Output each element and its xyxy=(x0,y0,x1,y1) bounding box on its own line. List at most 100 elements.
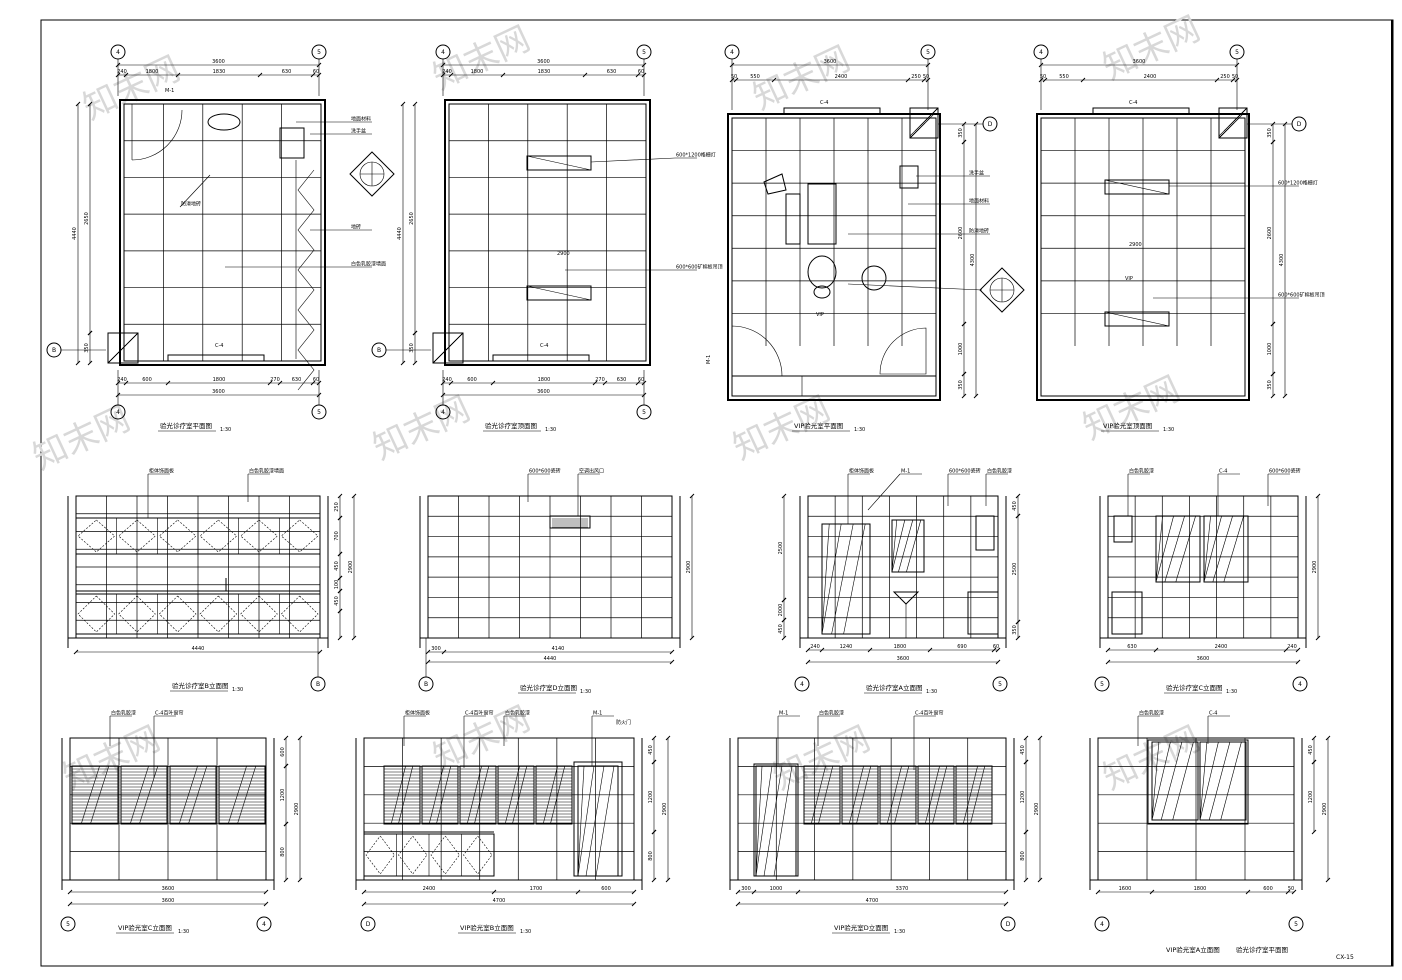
louver-blind xyxy=(535,765,573,825)
dimension-text: 350 xyxy=(958,380,964,390)
dimension-text: 630 xyxy=(292,377,302,383)
leader-tag: C-4百叶窗帘 xyxy=(463,710,493,768)
dimension-text: 250 xyxy=(334,502,340,512)
leader-tag: 白色乳胶漆 xyxy=(503,710,530,746)
dimension-vertical: 1200 xyxy=(1308,759,1317,835)
leader-tag: C-4 xyxy=(1207,711,1230,744)
dimension-vertical: 350 xyxy=(409,330,418,366)
dimension-text: 3370 xyxy=(896,886,909,892)
dimension-vertical: 4300 xyxy=(970,121,979,399)
drawing-title-text: VIP验光室顶面图 xyxy=(1103,421,1152,430)
dimension-text: 100 xyxy=(334,580,340,590)
louver-blind xyxy=(459,765,497,825)
dimension-text: 2650 xyxy=(84,212,90,225)
dimension-text: 2000 xyxy=(778,604,784,617)
tile-grid xyxy=(1098,738,1294,880)
dimension-vertical: 350 xyxy=(1267,371,1276,399)
dimension-text: 3600 xyxy=(1197,656,1210,662)
axis-label: B xyxy=(377,347,381,354)
leader-text: 洗手盆 xyxy=(351,128,366,135)
dimension-text: 3600 xyxy=(537,389,550,395)
dimension-text: 240 xyxy=(117,69,127,75)
leader-text: C-4百叶窗帘 xyxy=(915,710,943,717)
dimension-vertical: 800 xyxy=(1020,829,1029,883)
dimension-text: 1700 xyxy=(530,886,543,892)
leader-text: C-4百叶窗帘 xyxy=(465,710,493,717)
axis-bubble: 4 xyxy=(1094,916,1110,932)
dimension-text: 60 xyxy=(313,377,319,383)
leader-tag: 地面材料 xyxy=(908,198,990,205)
ac-vent xyxy=(549,515,591,529)
washbasin-unit xyxy=(899,165,919,189)
dimension-text: 4440 xyxy=(397,227,403,240)
leader-tag: 白色乳胶漆 xyxy=(1127,468,1154,516)
glass-window xyxy=(821,523,871,635)
leader-text: 600*600瓷砖 xyxy=(949,468,981,475)
louver-blind xyxy=(841,765,879,825)
drawing-scale: 1:30 xyxy=(220,427,231,433)
leader-tag: 地面材料 xyxy=(296,116,372,123)
window-tag: C-4 xyxy=(215,343,223,349)
axis-label: 5 xyxy=(66,921,70,928)
dimension-text: 600 xyxy=(280,747,286,757)
drawing-scale: 1:30 xyxy=(854,427,865,433)
dimension-total: 3600 xyxy=(67,886,269,895)
shelf-zigzag xyxy=(297,169,315,391)
window-tag: C-4 xyxy=(540,343,548,349)
axis-label: D xyxy=(366,921,371,928)
axis-bubble: 4 xyxy=(794,676,810,692)
dimension-text: 4140 xyxy=(552,646,565,652)
window-tag: C-4 xyxy=(820,100,828,106)
glass-window xyxy=(891,519,925,573)
leader-tag: 白色乳胶漆 xyxy=(985,468,1012,506)
elevation-B: 柜体饰面板白色乳胶漆墙面25070045010045029004440B验光诊疗… xyxy=(67,468,357,693)
drawing-title-text: VIP验光室平面图 xyxy=(794,421,843,430)
pedestal-basin xyxy=(892,591,920,605)
dimension-text: 240 xyxy=(442,377,452,383)
drawing-scale: 1:30 xyxy=(545,427,556,433)
tile-grid xyxy=(808,496,998,638)
dimension-text: 2500 xyxy=(1012,563,1018,576)
dimension-vertical: 2900 xyxy=(1322,735,1331,883)
axis-label: 5 xyxy=(642,49,646,56)
dimension-text: 1800 xyxy=(213,377,226,383)
louver-blind xyxy=(955,765,993,825)
leader-tag: 600*600矿棉板吊顶 xyxy=(565,264,723,271)
dimension-text: 600 xyxy=(601,886,611,892)
dimension-text: 600 xyxy=(142,377,152,383)
leader-tag: C-4 xyxy=(1217,469,1240,516)
dimension-text: 1830 xyxy=(213,69,226,75)
dimension-text: 2400 xyxy=(1215,644,1228,650)
dimension-vertical: 800 xyxy=(280,821,289,883)
dimension-text: 550 xyxy=(1059,74,1069,80)
stool xyxy=(861,265,887,291)
dimension-text: 630 xyxy=(1127,644,1137,650)
axis-label: 4 xyxy=(116,49,120,56)
dimension-total: 3600 xyxy=(1038,59,1240,68)
dimension-text: 270 xyxy=(270,377,280,383)
leader-tag: 600*1200格栅灯 xyxy=(1169,180,1318,187)
dimension-text: 270 xyxy=(595,377,605,383)
dimension-vertical: 350 xyxy=(84,330,93,366)
glass-window xyxy=(1199,741,1247,821)
dimension-text: 1800 xyxy=(538,377,551,383)
dimension-total: 3600 xyxy=(729,59,931,68)
drawing-title-text: 验光诊疗室D立面图 xyxy=(520,683,577,692)
leader-text: 空调出风口 xyxy=(579,468,604,475)
dimension-text: 250 xyxy=(1220,74,1230,80)
room-tag: VIP xyxy=(816,312,824,318)
dimension-total: 3600 xyxy=(440,59,647,68)
leader-tag: 600*600矿棉板吊顶 xyxy=(1153,292,1325,299)
room-tag: VIP xyxy=(1125,276,1133,282)
dimension-text: 240 xyxy=(1287,644,1297,650)
dimension-text: 1830 xyxy=(538,69,551,75)
axis-label: D xyxy=(1297,121,1302,128)
